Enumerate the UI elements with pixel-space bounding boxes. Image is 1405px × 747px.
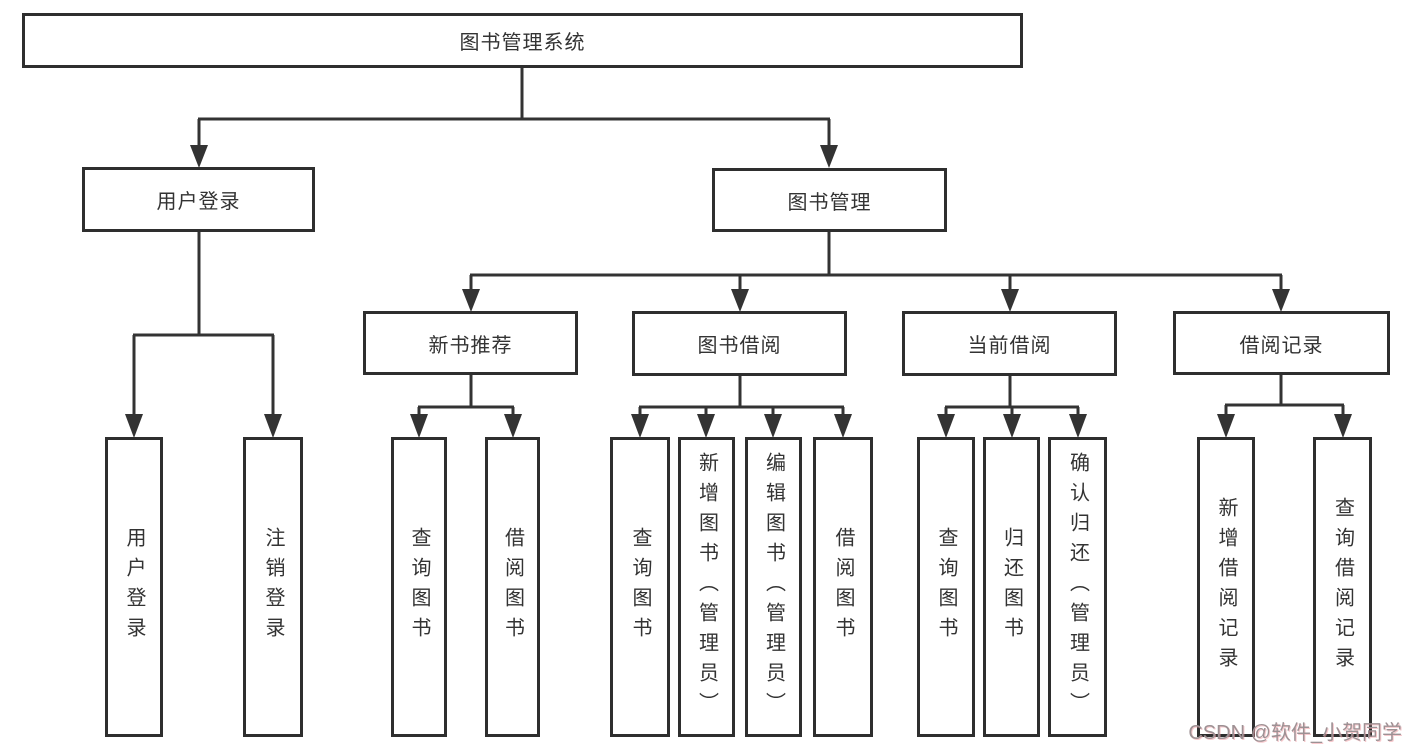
leaf-label: 新增借阅记录 xyxy=(1215,497,1237,677)
leaf-user-login: 用户登录 xyxy=(105,437,163,737)
node-label: 图书管理系统 xyxy=(459,32,586,54)
node-label: 用户登录 xyxy=(156,191,241,213)
node-book-borrowing: 图书借阅 xyxy=(632,311,847,376)
node-library-management-system: 图书管理系统 xyxy=(22,13,1023,68)
leaf-edit-books-admin: 编辑图书（管理员） xyxy=(745,437,802,737)
leaf-logout: 注销登录 xyxy=(243,437,303,737)
leaf-add-books-admin: 新增图书（管理员） xyxy=(678,437,735,737)
leaf-query-books-2: 查询图书 xyxy=(610,437,670,737)
node-new-book-recommend: 新书推荐 xyxy=(363,311,578,375)
node-current-borrowing: 当前借阅 xyxy=(902,311,1117,376)
leaf-label: 查询图书 xyxy=(629,527,651,647)
node-label: 借阅记录 xyxy=(1239,334,1324,357)
leaf-add-borrow-record: 新增借阅记录 xyxy=(1197,437,1255,737)
node-label: 新书推荐 xyxy=(428,334,513,357)
leaf-query-books-1: 查询图书 xyxy=(391,437,447,737)
leaf-borrow-books-2: 借阅图书 xyxy=(813,437,873,737)
leaf-label: 用户登录 xyxy=(123,527,145,647)
node-book-management: 图书管理 xyxy=(712,168,947,232)
leaf-label: 确认归还（管理员） xyxy=(1066,452,1089,722)
node-label: 当前借阅 xyxy=(967,335,1052,357)
leaf-label: 编辑图书（管理员） xyxy=(762,452,785,722)
leaf-query-books-3: 查询图书 xyxy=(917,437,975,737)
leaf-label: 借阅图书 xyxy=(832,527,854,647)
leaf-label: 归还图书 xyxy=(1000,527,1023,647)
leaf-return-books: 归还图书 xyxy=(983,437,1040,737)
leaf-label: 注销登录 xyxy=(262,527,284,647)
leaf-confirm-return-admin: 确认归还（管理员） xyxy=(1048,437,1107,737)
leaf-label: 借阅图书 xyxy=(501,527,524,647)
csdn-watermark: CSDN @软件_小贺同学 xyxy=(1188,722,1402,744)
leaf-borrow-books-1: 借阅图书 xyxy=(485,437,540,737)
leaf-label: 查询图书 xyxy=(935,527,957,647)
node-user-login: 用户登录 xyxy=(82,167,315,232)
leaf-label: 查询图书 xyxy=(408,527,430,647)
node-borrowing-records: 借阅记录 xyxy=(1173,311,1390,375)
leaf-label: 查询借阅记录 xyxy=(1331,497,1354,677)
node-label: 图书借阅 xyxy=(697,335,782,357)
leaf-label: 新增图书（管理员） xyxy=(695,452,718,722)
node-label: 图书管理 xyxy=(787,191,872,214)
leaf-query-borrow-record: 查询借阅记录 xyxy=(1313,437,1372,737)
